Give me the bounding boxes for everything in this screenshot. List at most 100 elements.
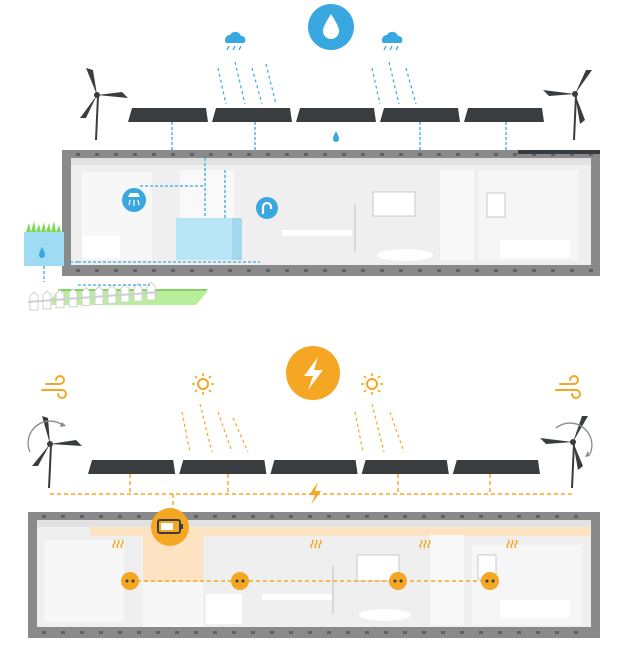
vent-mark	[289, 631, 293, 634]
fence-icon	[27, 281, 161, 311]
vent-mark	[99, 631, 103, 634]
vent-mark	[517, 631, 521, 634]
vent-mark	[342, 153, 346, 156]
vent-mark	[399, 269, 403, 272]
wind-turbine-icon	[540, 416, 593, 488]
energy-system-section	[27, 346, 600, 638]
vent-mark	[270, 631, 274, 634]
vent-mark	[327, 631, 331, 634]
solar-panel-row	[128, 108, 544, 122]
wind-turbine-icon	[543, 70, 592, 140]
vent-mark	[194, 515, 198, 518]
outlet-badge	[121, 572, 139, 590]
vent-mark	[361, 153, 365, 156]
vent-mark	[555, 515, 559, 518]
sun-rays	[181, 403, 405, 453]
vent-mark	[95, 153, 99, 156]
vent-mark	[228, 269, 232, 272]
vent-mark	[266, 153, 270, 156]
vent-mark	[570, 153, 574, 156]
wind-turbine-icon	[27, 416, 82, 488]
solar-panel	[88, 460, 176, 474]
vent-mark	[494, 269, 498, 272]
power-outlet-icon	[481, 572, 499, 590]
outlet-pin	[241, 579, 245, 583]
solar-panel	[380, 108, 460, 122]
vent-mark	[156, 631, 160, 634]
vent-mark	[209, 269, 213, 272]
vent-mark	[266, 269, 270, 272]
shower-icon	[122, 188, 146, 212]
wall-vents	[76, 153, 593, 272]
vent-mark	[365, 515, 369, 518]
power-outlet-icon	[121, 572, 139, 590]
heat-wave	[112, 539, 116, 549]
vent-mark	[80, 515, 84, 518]
vent-mark	[42, 515, 46, 518]
vent-mark	[95, 269, 99, 272]
vent-mark	[76, 153, 80, 156]
vent-mark	[247, 269, 251, 272]
solar-panel	[179, 460, 267, 474]
vent-mark	[441, 515, 445, 518]
vent-mark	[384, 631, 388, 634]
vent-mark	[137, 515, 141, 518]
room-interiors	[44, 535, 582, 625]
vent-mark	[498, 631, 502, 634]
vent-mark	[133, 153, 137, 156]
heat-wave	[314, 539, 318, 549]
vent-mark	[190, 153, 194, 156]
rain-cloud-icon	[224, 31, 246, 51]
vent-mark	[536, 515, 540, 518]
vent-mark	[532, 269, 536, 272]
wind-turbine-icon	[80, 68, 128, 140]
vent-mark	[456, 153, 460, 156]
outlet-pin	[131, 579, 135, 583]
vent-mark	[517, 515, 521, 518]
outlet-pin	[235, 579, 239, 583]
outlet-pin	[399, 579, 403, 583]
power-outlet-icon	[389, 572, 407, 590]
water-pipes	[55, 158, 260, 263]
heat-wave	[116, 539, 120, 549]
vent-mark	[323, 269, 327, 272]
vent-mark	[342, 269, 346, 272]
solar-panel	[296, 108, 376, 122]
vent-mark	[589, 153, 593, 156]
heat-waves-icon	[310, 539, 322, 549]
outlet-badge	[481, 572, 499, 590]
vent-mark	[532, 153, 536, 156]
vent-mark	[551, 153, 555, 156]
outlet-pin	[491, 579, 495, 583]
vent-mark	[171, 269, 175, 272]
vent-mark	[346, 515, 350, 518]
fence-post	[81, 286, 91, 307]
solar-panel	[128, 108, 208, 122]
solar-panel	[361, 460, 449, 474]
vent-mark	[270, 515, 274, 518]
vent-mark	[308, 515, 312, 518]
water-tank	[176, 218, 234, 260]
vent-mark	[456, 269, 460, 272]
vent-mark	[551, 269, 555, 272]
vent-mark	[308, 631, 312, 634]
solar-panel	[270, 460, 358, 474]
fence-post	[94, 285, 104, 305]
solar-panel-row	[88, 460, 540, 474]
rain-cloud-icon	[382, 31, 403, 51]
vent-mark	[479, 515, 483, 518]
vent-mark	[304, 153, 308, 156]
heat-wave	[318, 539, 322, 549]
vent-mark	[498, 515, 502, 518]
vent-mark	[418, 153, 422, 156]
vent-mark	[380, 269, 384, 272]
heating-strip	[90, 527, 590, 536]
vent-mark	[213, 631, 217, 634]
battery-icon	[151, 508, 189, 546]
vent-mark	[133, 269, 137, 272]
wind-icon	[555, 375, 581, 399]
vent-mark	[589, 269, 593, 272]
vent-mark	[171, 153, 175, 156]
vent-mark	[190, 269, 194, 272]
